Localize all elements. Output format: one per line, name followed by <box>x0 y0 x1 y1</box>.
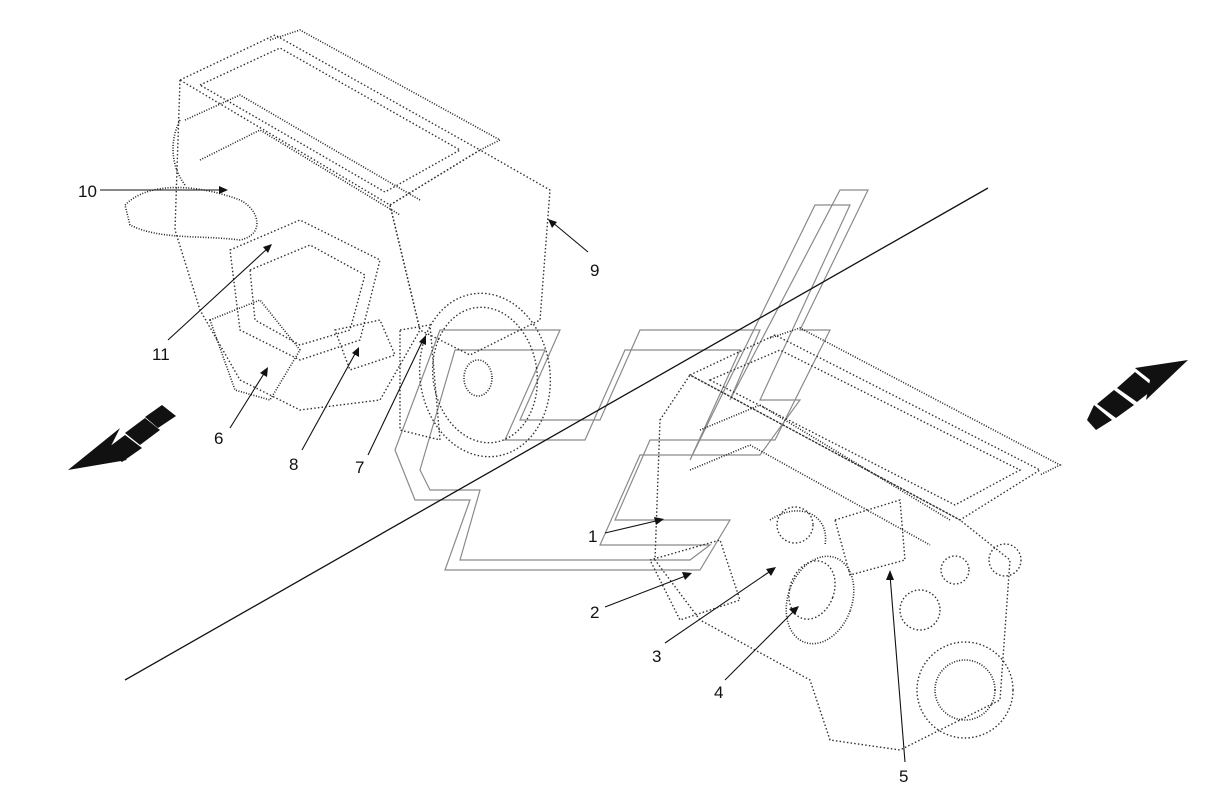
engine-right <box>648 327 1062 751</box>
callout-4: 4 <box>714 683 723 702</box>
callout-8: 8 <box>289 455 298 474</box>
callout-11: 11 <box>152 345 170 364</box>
callout-10: 10 <box>78 182 97 201</box>
callout-5: 5 <box>899 767 908 786</box>
callout-2: 2 <box>590 603 599 622</box>
direction-arrow-left-icon <box>68 405 176 470</box>
callout-9: 9 <box>590 261 599 280</box>
callout-7: 7 <box>355 458 364 477</box>
callout-3: 3 <box>652 647 661 666</box>
callout-6: 6 <box>214 429 223 448</box>
callout-1: 1 <box>588 527 597 546</box>
callout-leaders <box>100 186 906 763</box>
direction-arrow-right-icon <box>1087 360 1188 430</box>
watermark-logo <box>394 189 869 571</box>
callout-labels: 1 2 3 4 5 6 7 8 9 10 11 <box>78 182 908 786</box>
separator-line <box>124 187 989 681</box>
engine-left <box>124 29 552 458</box>
